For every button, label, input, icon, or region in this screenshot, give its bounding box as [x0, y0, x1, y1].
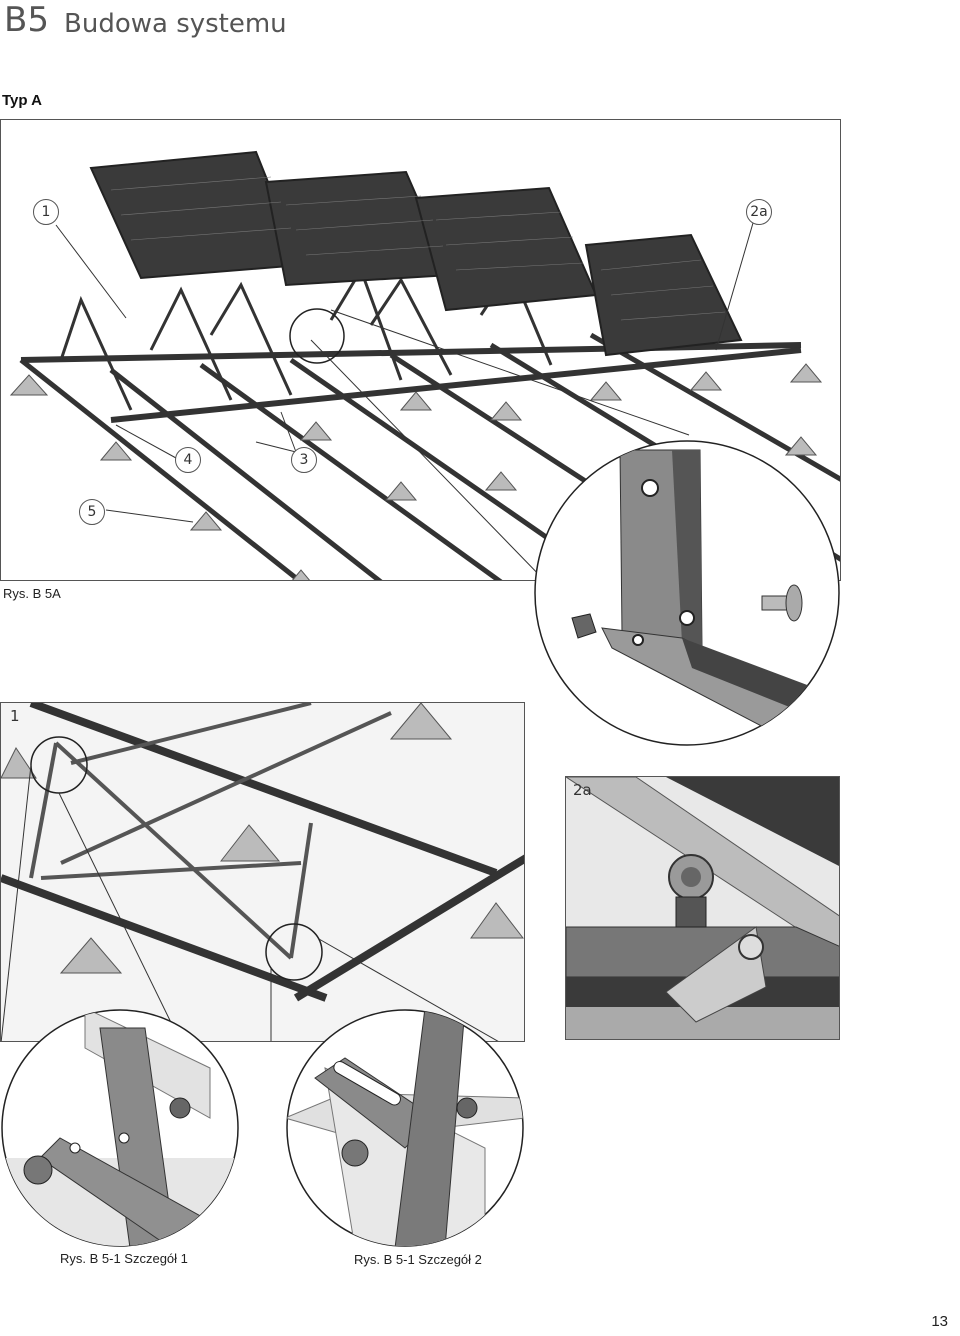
detail-1-magnified-circle	[1, 1009, 239, 1247]
page-number: 13	[931, 1313, 948, 1330]
callout-5: 5	[79, 499, 105, 525]
figure-main-caption: Rys. B 5A	[3, 586, 61, 601]
subheading: Typ A	[2, 92, 42, 109]
detail-1-frame	[0, 702, 525, 1042]
detail-2a-label: 2a	[573, 781, 592, 799]
callout-2a: 2a	[746, 199, 772, 225]
main-figure-frame	[0, 119, 841, 581]
detail-2a-frame	[565, 776, 840, 1040]
figure-detail-2-caption: Rys. B 5-1 Szczegół 2	[354, 1252, 482, 1267]
section-title: Budowa systemu	[64, 9, 287, 39]
callout-4: 4	[175, 447, 201, 473]
detail-1-illustration	[1, 703, 524, 1041]
detail-1-label: 1	[10, 707, 20, 725]
callout-1: 1	[33, 199, 59, 225]
callout-3: 3	[291, 447, 317, 473]
magnified-detail-circle	[534, 440, 840, 746]
detail-2-marker	[265, 923, 323, 981]
detail-2a-illustration	[566, 777, 839, 1039]
detail-marker	[289, 308, 345, 364]
detail-2-magnified-circle	[286, 1009, 524, 1247]
section-code: B5	[4, 0, 49, 40]
figure-detail-1-caption: Rys. B 5-1 Szczegół 1	[60, 1251, 188, 1266]
